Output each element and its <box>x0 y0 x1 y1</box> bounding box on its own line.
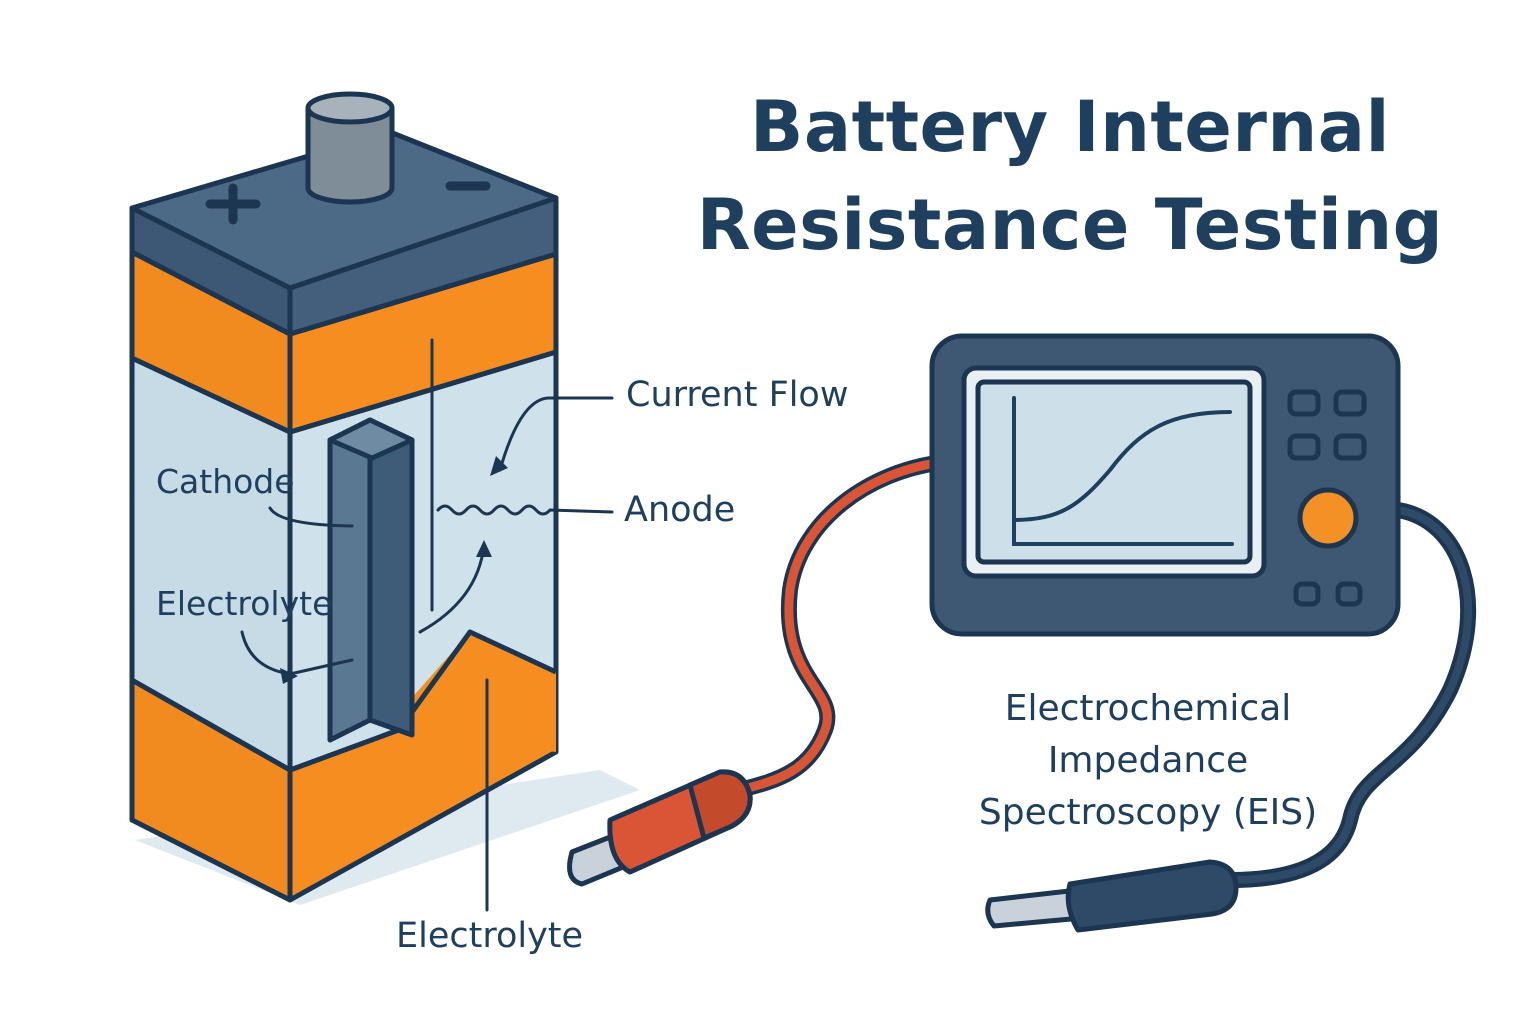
eis-label-line-3: Spectroscopy (EIS) <box>978 792 1318 833</box>
title-line-1: Battery Internal <box>750 86 1390 168</box>
label-electrolyte-bottom: Electrolyte <box>396 916 584 956</box>
label-cathode: Cathode <box>156 462 295 501</box>
label-anode: Anode <box>624 490 736 530</box>
red-probe <box>567 769 753 887</box>
impedance-meter <box>929 333 1401 637</box>
red-test-lead-wire <box>732 454 953 798</box>
plus-icon <box>205 183 261 225</box>
title-line-2: Resistance Testing <box>696 184 1444 266</box>
meter-graph <box>1012 396 1234 546</box>
battery <box>129 91 559 903</box>
meter-dial[interactable] <box>1297 487 1359 549</box>
label-electrolyte-inner: Electrolyte <box>156 584 333 623</box>
eis-label-line-2: Impedance <box>1047 740 1249 781</box>
label-current-flow: Current Flow <box>626 375 849 415</box>
current-flow-arrow <box>498 396 614 472</box>
eis-label-line-1: Electrochemical <box>1004 688 1292 729</box>
black-probe <box>985 859 1239 933</box>
meter-buttons <box>1287 389 1367 607</box>
